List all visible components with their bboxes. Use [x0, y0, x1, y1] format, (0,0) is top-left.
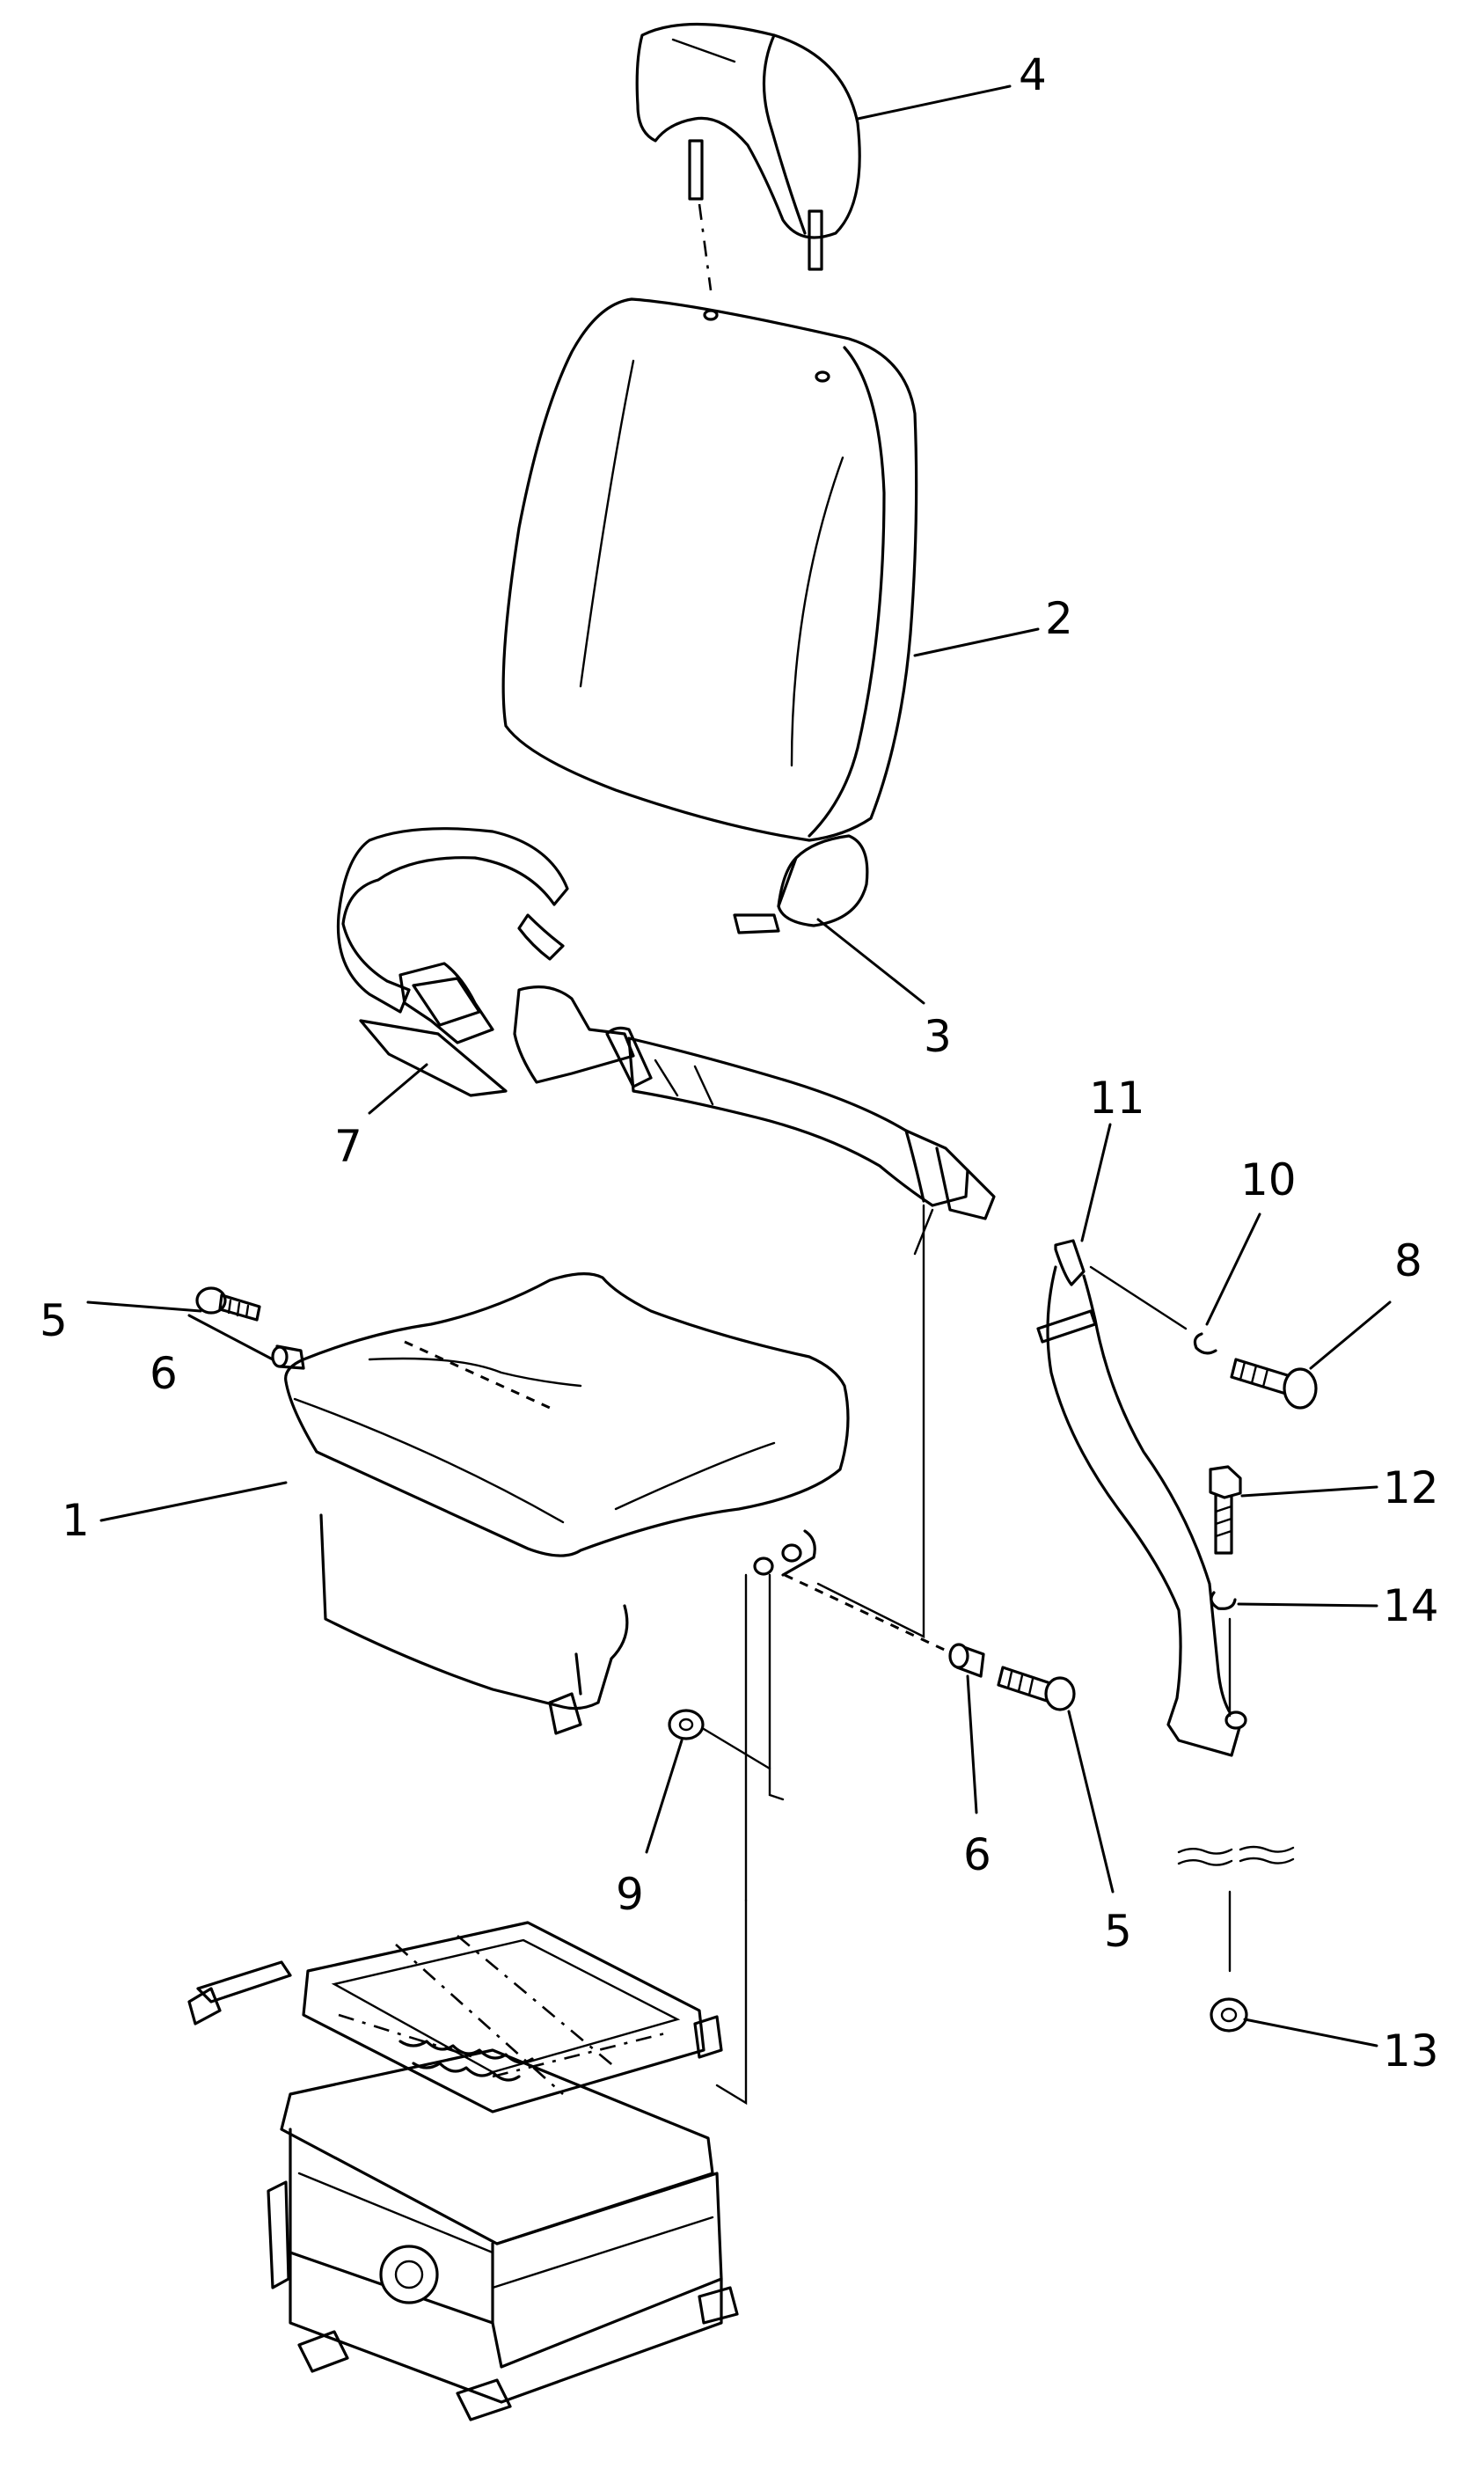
- spacer-right: [948, 1643, 985, 1678]
- callout-6-left: 6: [150, 1348, 178, 1399]
- break-symbol: [1177, 1845, 1295, 1866]
- callout-14: 14: [1383, 1580, 1439, 1631]
- callout-1: 1: [62, 1495, 90, 1546]
- headrest: [635, 22, 861, 271]
- callout-8: 8: [1394, 1235, 1422, 1286]
- callout-5-left: 5: [40, 1295, 68, 1346]
- nut-9: [668, 1709, 705, 1740]
- callout-11: 11: [1089, 1073, 1145, 1124]
- backrest-hinge-bracket: [733, 834, 869, 934]
- assembly-guide-lines: [702, 1204, 925, 2106]
- bolt-12: [1209, 1465, 1242, 1555]
- callout-13: 13: [1383, 2025, 1439, 2077]
- callout-5-right: 5: [1104, 1906, 1132, 1957]
- cushion-bolt-path: [404, 1340, 551, 1410]
- callout-9: 9: [616, 1869, 644, 1920]
- bolt-left: [195, 1286, 261, 1322]
- callout-2: 2: [1045, 593, 1073, 644]
- washer-10: [1193, 1332, 1217, 1355]
- callout-7: 7: [334, 1121, 362, 1172]
- bolt-right: [997, 1666, 1076, 1711]
- callout-10: 10: [1240, 1154, 1297, 1205]
- callout-4: 4: [1019, 49, 1047, 100]
- leader-lines: [86, 84, 1392, 2047]
- seat-suspension-base: [187, 1921, 739, 2421]
- belt-anchor-strap: [1036, 1239, 1247, 1757]
- callout-3: 3: [924, 1011, 952, 1062]
- right-bolt-path: [784, 1573, 951, 1654]
- headrest-post-guide: [698, 203, 713, 291]
- seat-belt: [336, 827, 996, 1220]
- seat-cushion: [284, 1272, 850, 1735]
- callout-6-right: 6: [963, 1829, 991, 1880]
- spacer-left: [271, 1344, 305, 1370]
- callout-12: 12: [1383, 1462, 1439, 1513]
- nut-13: [1210, 1997, 1248, 2033]
- backrest: [501, 297, 918, 842]
- washer-14: [1210, 1591, 1237, 1610]
- bolt-8: [1230, 1358, 1318, 1410]
